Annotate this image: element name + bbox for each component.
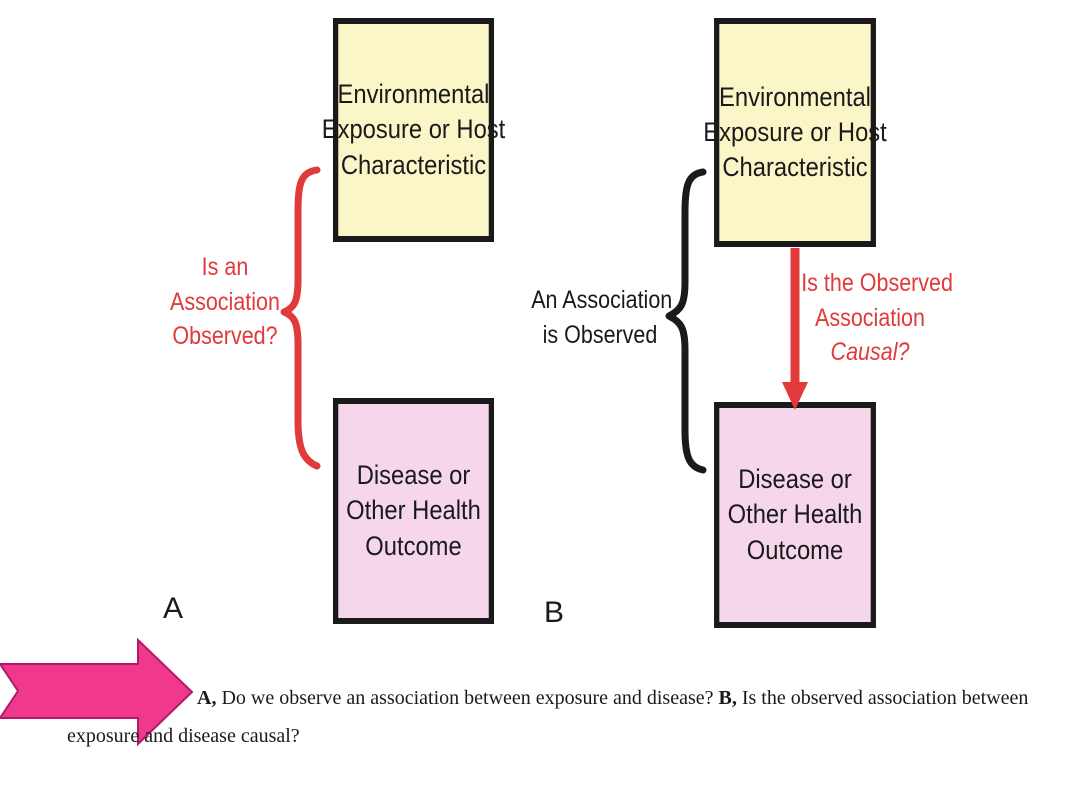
- panel-b-causal-arrow-head: [782, 382, 808, 410]
- caption-part-a-letter: A,: [197, 687, 217, 709]
- caption-part-a-text: Do we observe an association between exp…: [216, 687, 719, 709]
- panel-a-bracket-label-line-2: Association: [170, 287, 280, 316]
- panel-b-arrow-label-line-2: Association: [815, 303, 925, 332]
- panel-a-outcome-line-1: Disease or: [356, 460, 471, 491]
- panel-b-exposure-box: Environmental Exposure or Host Character…: [703, 18, 887, 247]
- panel-a-exposure-line-2: Exposure or Host: [321, 114, 506, 145]
- caption-part-b-text: Is the observed association between expo…: [67, 687, 1029, 747]
- panel-b-exposure-line-1: Environmental: [719, 81, 871, 112]
- panel-b-outcome-line-1: Disease or: [738, 464, 852, 495]
- panel-a-bracket-label-line-1: Is an: [201, 253, 249, 281]
- panel-a-bracket-label-line-3: Observed?: [172, 322, 278, 350]
- panel-a-outcome-line-3: Outcome: [365, 530, 462, 561]
- figure-caption: A, Do we observe an association between …: [67, 679, 1067, 755]
- caption-part-b-letter: B,: [718, 687, 737, 709]
- panel-b-outcome-line-2: Other Health: [727, 499, 863, 530]
- panel-b-bracket-label: An Association is Observed: [531, 283, 673, 352]
- panel-b-curly-bracket: [665, 168, 707, 474]
- panel-a-bracket-label: Is an Association Observed?: [161, 250, 290, 354]
- panel-a-letter: A: [163, 592, 184, 625]
- panel-a-exposure-line-3: Characteristic: [340, 149, 487, 180]
- panel-b-outcome-box: Disease or Other Health Outcome: [714, 402, 876, 628]
- panel-a-outcome-line-2: Other Health: [346, 495, 481, 526]
- panel-b-bracket-label-line-1: An Association: [531, 286, 673, 314]
- panel-b-outcome-line-3: Outcome: [746, 534, 844, 565]
- panel-b-bracket-label-line-2: is Observed: [542, 320, 658, 349]
- panel-a-exposure-line-1: Environmental: [337, 79, 490, 110]
- panel-a-outcome-box: Disease or Other Health Outcome: [332, 398, 495, 624]
- panel-b-exposure-line-2: Exposure or Host: [703, 116, 887, 147]
- panel-a-curly-bracket: [280, 166, 321, 470]
- panel-b-exposure-line-3: Characteristic: [722, 152, 868, 183]
- panel-b-arrow-label-line-1: Is the Observed: [801, 269, 953, 297]
- panel-b-letter: B: [544, 596, 565, 629]
- panel-b-arrow-label: Is the Observed Association Causal?: [801, 266, 953, 370]
- right-arrow-icon: [0, 637, 194, 747]
- panel-b-arrow-label-line-3: Causal?: [830, 338, 910, 366]
- panel-a-exposure-box: Environmental Exposure or Host Character…: [322, 18, 505, 242]
